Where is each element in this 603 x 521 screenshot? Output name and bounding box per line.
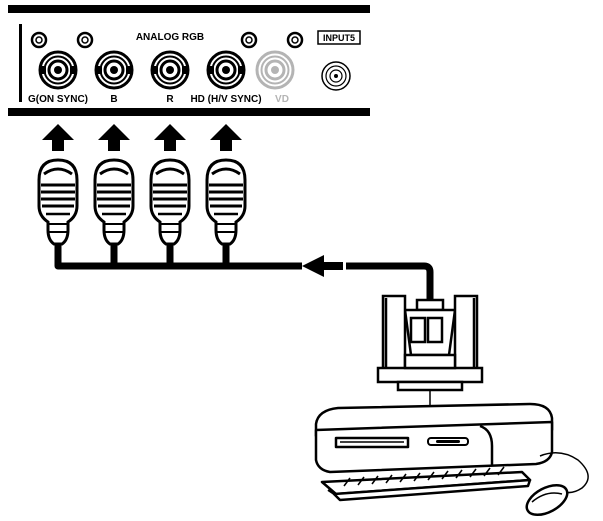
arrow-up-icon	[42, 124, 74, 151]
label-g-on-sync: G(ON SYNC)	[28, 94, 88, 105]
screw-icon	[286, 31, 304, 49]
bnc-plug-icon	[37, 158, 79, 246]
arrow-up-icon	[154, 124, 186, 151]
keyboard-keys	[343, 466, 505, 487]
bnc-plug-icon	[205, 158, 247, 246]
cable	[54, 244, 434, 302]
bnc-connector-icon[interactable]	[93, 50, 135, 90]
screw-icon	[76, 31, 94, 49]
label-hd: HD (H/V SYNC)	[190, 94, 261, 105]
bnc-connector-icon[interactable]	[149, 50, 191, 90]
label-b: B	[110, 94, 117, 105]
bnc-connector-icon[interactable]	[37, 50, 79, 90]
arrow-up-icon	[210, 124, 242, 151]
arrow-left-icon	[302, 255, 324, 277]
label-r: R	[166, 94, 174, 105]
input-panel: ANALOG RGB INPUT5 G(ON SYNC) B	[8, 5, 370, 116]
bnc-connector-icon[interactable]	[205, 50, 247, 90]
input5-label: INPUT5	[323, 33, 355, 43]
screw-icon	[30, 31, 48, 49]
input5-connector-icon[interactable]	[321, 61, 351, 91]
computer-icon	[314, 402, 554, 502]
mouse-cord	[539, 452, 589, 494]
label-vd: VD	[275, 94, 289, 105]
analog-rgb-label: ANALOG RGB	[136, 32, 204, 43]
arrow-up-icon	[98, 124, 130, 151]
mouse-icon	[525, 483, 569, 517]
bnc-plug-icon	[93, 158, 135, 246]
vga-connector-icon	[376, 294, 484, 392]
screw-icon	[240, 31, 258, 49]
vd-connector-icon[interactable]	[255, 50, 295, 90]
bnc-plug-icon	[149, 158, 191, 246]
